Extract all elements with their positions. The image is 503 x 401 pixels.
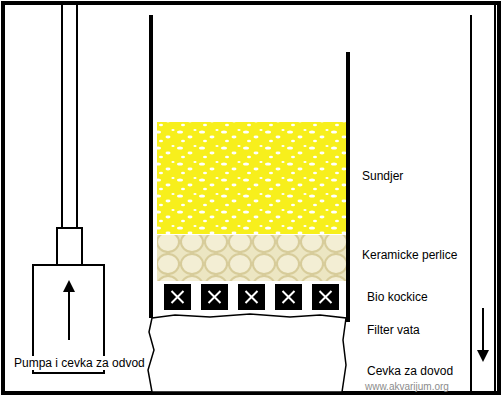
bio-cube-mark [209, 291, 221, 303]
bio-cube [238, 284, 265, 310]
pump-label: Pumpa i cevka za odvod [12, 356, 147, 370]
bio-cube-mark [172, 291, 184, 303]
layer-label: Bio kockice [367, 290, 428, 304]
bio-cube-mark [283, 291, 295, 303]
bio-cube [201, 284, 228, 310]
bio-cube [275, 284, 302, 310]
layer-label: Filter vata [367, 323, 420, 337]
layer-label: Keramicke perlice [362, 248, 457, 262]
layer-label: Sundjer [362, 169, 403, 183]
bio-cube [312, 284, 339, 310]
tube-label: Cevka za dovod [367, 364, 453, 378]
bio-cube-mark [320, 291, 332, 303]
bio-cube-mark [246, 291, 258, 303]
bio-cube [164, 284, 191, 310]
watermark: www.akvarijum.org [365, 380, 449, 394]
